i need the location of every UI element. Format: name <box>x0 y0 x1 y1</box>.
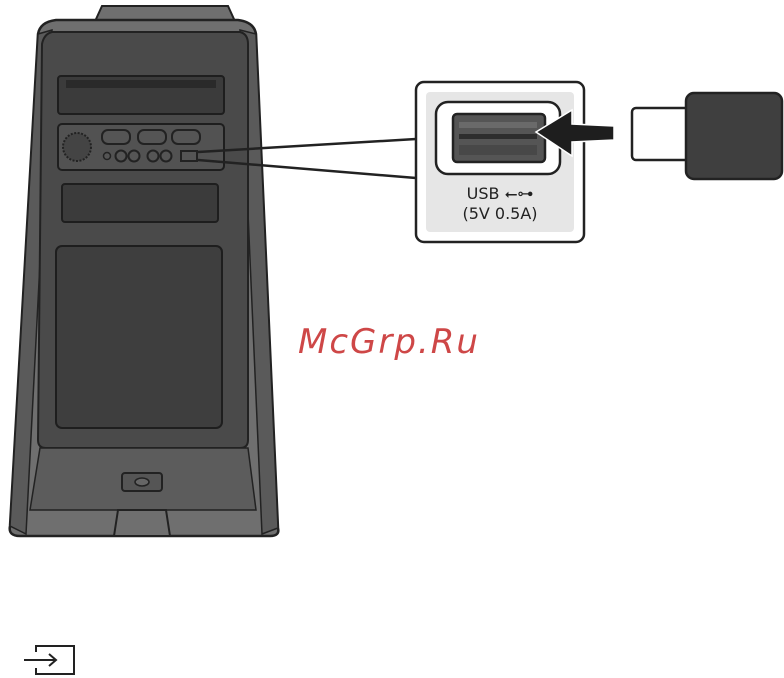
usb-port-label: USB <box>467 184 500 203</box>
control-button-2[interactable] <box>138 130 166 144</box>
usb-socket-tongue <box>459 134 537 139</box>
watermark: McGrp.Ru <box>298 322 480 362</box>
speaker-unit <box>10 6 279 536</box>
bottom-button-icon <box>135 478 149 486</box>
usb-label: USB ⭠⊶ <box>430 186 570 202</box>
jack-1 <box>116 151 127 162</box>
usb-symbol-icon: ⭠⊶ <box>505 184 534 203</box>
usb-socket-contacts <box>459 122 537 128</box>
volume-knob[interactable] <box>63 133 91 161</box>
speaker-grille <box>56 246 222 428</box>
usb-port-on-speaker[interactable] <box>181 151 197 161</box>
usb-rating-label: (5V 0.5A) <box>430 206 570 222</box>
speaker-foot <box>114 510 170 536</box>
usb-flash-drive <box>632 93 782 179</box>
control-button-1[interactable] <box>102 130 130 144</box>
jack-4 <box>161 151 172 162</box>
top-grille-slit <box>66 80 216 88</box>
control-button-3[interactable] <box>172 130 200 144</box>
middle-panel <box>62 184 218 222</box>
usb-stick-body <box>686 93 782 179</box>
jack-2 <box>129 151 140 162</box>
jack-3 <box>148 151 159 162</box>
usb-socket-cavity <box>459 145 537 155</box>
input-source-icon <box>24 646 74 674</box>
indicator-light <box>104 153 111 160</box>
